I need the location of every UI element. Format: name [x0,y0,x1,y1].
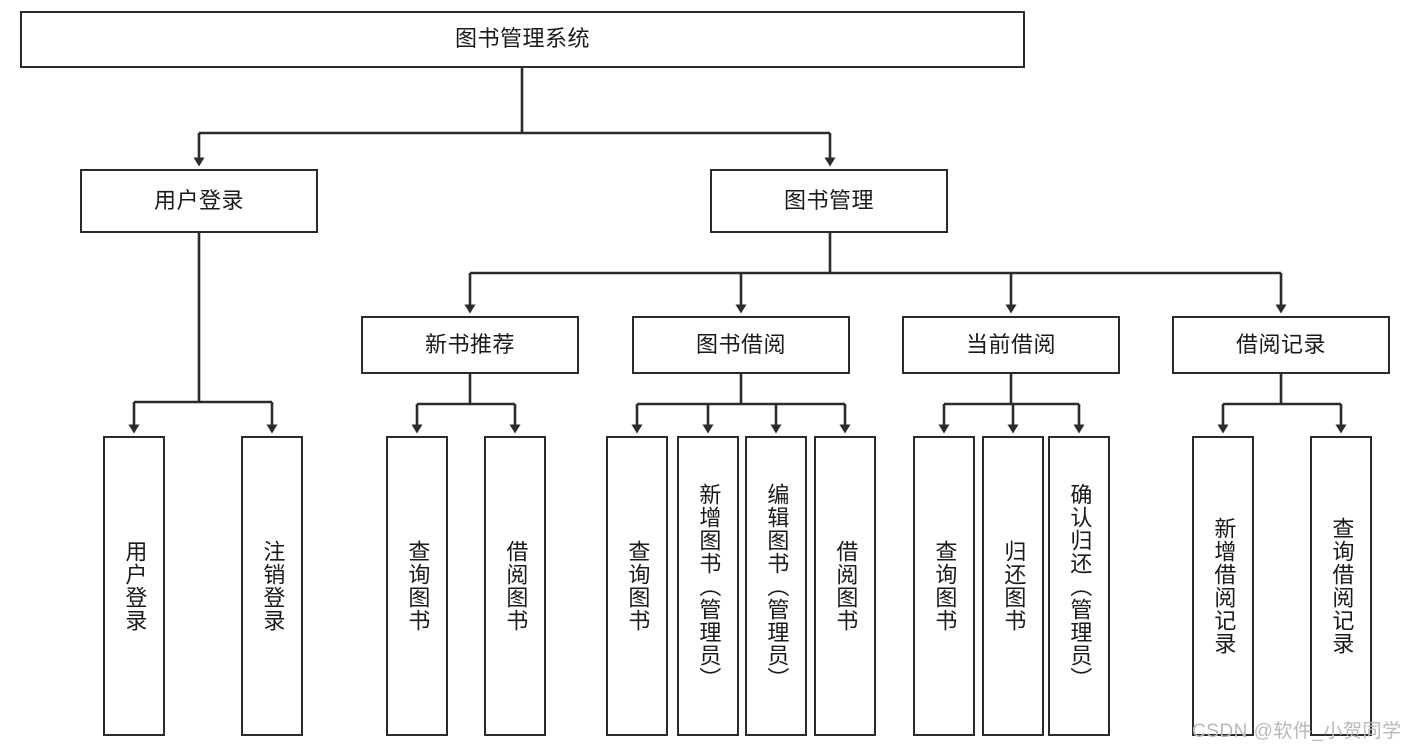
node-label: 用户登录 [153,187,244,213]
node-label: 借阅图书 [833,540,859,632]
node-root[interactable]: 图书管理系统 [20,11,1025,68]
node-level3[interactable]: 图书借阅 [632,316,850,374]
node-label: 借阅记录 [1235,331,1326,357]
node-leaf[interactable]: 注销登录 [241,436,303,736]
node-level2[interactable]: 用户登录 [80,169,318,233]
node-label: 借阅图书 [503,540,529,632]
node-label: 确认归还（管理员） [1067,482,1093,690]
node-label: 查询图书 [932,540,958,632]
node-leaf[interactable]: 确认归还（管理员） [1048,436,1110,736]
node-label: 查询图书 [625,540,651,632]
node-label: 注销登录 [260,540,286,632]
node-label: 当前借阅 [965,331,1056,357]
node-label: 查询图书 [405,540,431,632]
node-leaf[interactable]: 查询图书 [913,436,975,736]
node-label: 图书借阅 [695,331,786,357]
node-leaf[interactable]: 查询图书 [386,436,448,736]
node-level3[interactable]: 新书推荐 [361,316,579,374]
node-leaf[interactable]: 新增图书（管理员） [677,436,739,736]
node-leaf[interactable]: 编辑图书（管理员） [745,436,807,736]
node-label: 查询借阅记录 [1329,517,1355,655]
node-leaf[interactable]: 查询借阅记录 [1310,436,1372,736]
node-label: 归还图书 [1001,540,1027,632]
node-label: 新增借阅记录 [1211,517,1237,655]
node-leaf[interactable]: 用户登录 [103,436,165,736]
node-leaf[interactable]: 新增借阅记录 [1192,436,1254,736]
node-label: 新书推荐 [424,331,515,357]
node-leaf[interactable]: 查询图书 [606,436,668,736]
node-label: 图书管理系统 [454,26,590,52]
node-level3[interactable]: 借阅记录 [1172,316,1390,374]
node-leaf[interactable]: 借阅图书 [814,436,876,736]
node-label: 新增图书（管理员） [696,482,722,690]
node-label: 用户登录 [122,540,148,632]
csdn-watermark: CSDN @软件_小贺同学 [1192,721,1402,742]
node-label: 图书管理 [783,187,874,213]
node-leaf[interactable]: 借阅图书 [484,436,546,736]
node-level3[interactable]: 当前借阅 [902,316,1120,374]
node-level2[interactable]: 图书管理 [710,169,948,233]
node-label: 编辑图书（管理员） [764,482,790,690]
node-leaf[interactable]: 归还图书 [982,436,1044,736]
